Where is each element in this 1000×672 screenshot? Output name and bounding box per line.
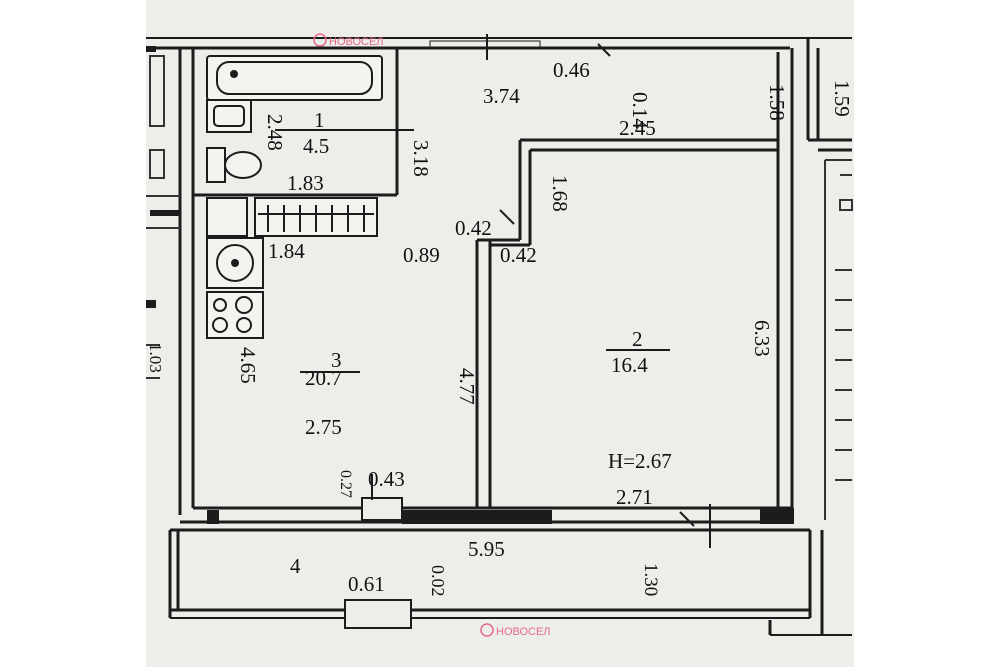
- toilet-bowl: [224, 151, 262, 179]
- watermark-top: НОВОСЕЛ: [313, 33, 384, 48]
- dim-0-61: 0.61: [348, 572, 385, 596]
- toilet-tank: [206, 147, 226, 183]
- dim-2-71: 2.71: [616, 485, 653, 509]
- dim-0-27: 0.27: [337, 470, 354, 498]
- dim-4-65: 4.65: [236, 347, 260, 384]
- dim-1-84: 1.84: [268, 239, 305, 263]
- dim-0-42-top: 0.42: [455, 216, 492, 240]
- dim-0-02: 0.02: [428, 565, 448, 597]
- cabinet: [206, 197, 248, 237]
- room-2-area: 16.4: [611, 353, 648, 377]
- neighbor-left: [146, 55, 180, 379]
- watermark-bottom: НОВОСЕЛ: [480, 623, 551, 638]
- dim-0-42: 0.42: [500, 243, 537, 267]
- dim-1-58: 1.58: [765, 84, 789, 121]
- room-3-number: 3: [331, 348, 342, 372]
- dim-1-68: 1.68: [548, 175, 572, 212]
- dim-1-30: 1.30: [640, 563, 661, 596]
- watermark-bottom-text: НОВОСЕЛ: [496, 626, 551, 638]
- dim-5-95: 5.95: [468, 537, 505, 561]
- bathtub-basin: [216, 61, 373, 95]
- watermark-logo-icon-bottom: [480, 623, 494, 637]
- dim-6-33: 6.33: [750, 320, 774, 357]
- room-1-area: 4.5: [303, 134, 329, 158]
- room-3-area: 20.7: [305, 366, 342, 390]
- room-1-number: 1: [314, 108, 325, 132]
- walls: [146, 37, 852, 636]
- dim-1-83: 1.83: [287, 171, 324, 195]
- wall-fills: [146, 46, 794, 524]
- dim-0-46: 0.46: [553, 58, 590, 82]
- stairs: [824, 159, 853, 520]
- dim-3-18: 3.18: [409, 140, 433, 177]
- dim-4-77: 4.77: [455, 368, 479, 405]
- dim-3-74: 3.74: [483, 84, 520, 108]
- openings: [344, 40, 541, 629]
- dim-0-43: 0.43: [368, 467, 405, 491]
- dim-2-45: 2.45: [619, 116, 656, 140]
- dim-2-75: 2.75: [305, 415, 342, 439]
- ceiling-height: H=2.67: [608, 449, 672, 473]
- dim-0-14: 0.14: [628, 92, 652, 129]
- watermark-top-text: НОВОСЕЛ: [329, 36, 384, 48]
- fixtures: [206, 55, 383, 339]
- room-4-number: 4: [290, 554, 301, 578]
- dim-0-89: 0.89: [403, 243, 440, 267]
- watermark-logo-icon: [313, 33, 327, 47]
- dim-1-59: 1.59: [830, 80, 854, 117]
- room-2-number: 2: [632, 327, 643, 351]
- dim-edge: 1.03: [146, 343, 165, 373]
- dimension-ticks: [371, 34, 711, 548]
- dim-2-48: 2.48: [263, 114, 287, 151]
